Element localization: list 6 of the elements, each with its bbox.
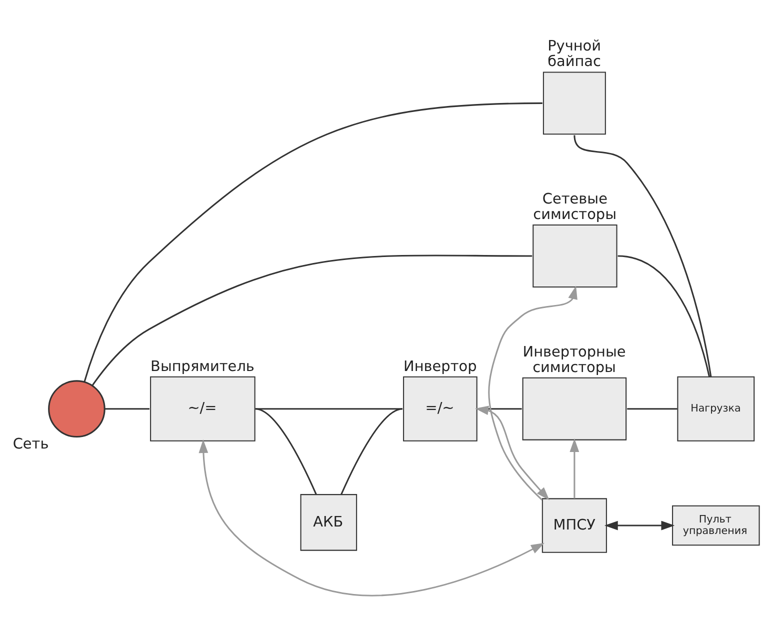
node-label: Сеть [12,436,49,452]
node-label: Выпрямитель [150,358,254,374]
node-label: Инвертор [404,358,477,374]
node-label: Ручной байпас [548,38,602,70]
node-label: Инверторные симисторы [522,344,626,376]
node-label: Сетевые симисторы [533,191,616,223]
